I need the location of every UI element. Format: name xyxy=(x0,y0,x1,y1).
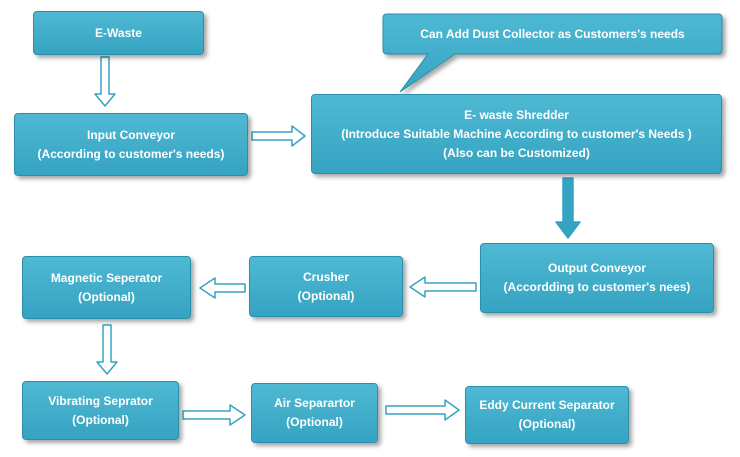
node-air-separator: Air Separartor (Optional) xyxy=(251,383,378,443)
node-vibrating-separator: Vibrating Seprator (Optional) xyxy=(22,381,179,440)
node-crusher-note: (Optional) xyxy=(297,288,355,303)
node-eddy-title: Eddy Current Separator xyxy=(479,398,615,412)
node-input-title: Input Conveyor xyxy=(86,127,175,142)
node-ewaste-shredder: E- waste Shredder (Introduce Suitable Ma… xyxy=(311,94,722,174)
node-shredder-note: (Introduce Suitable Machine According to… xyxy=(341,126,692,141)
node-crusher: Crusher (Optional) xyxy=(249,256,403,317)
callout-text: Can Add Dust Collector as Customers's ne… xyxy=(420,27,685,41)
node-output-conveyor: Output Conveyor (Accordding to customer'… xyxy=(480,243,714,313)
node-eddy-current-separator: Eddy Current Separator (Optional) xyxy=(465,386,629,444)
node-input-note: (According to customer's needs) xyxy=(37,146,225,161)
arrow-ewaste-to-input xyxy=(94,56,116,107)
arrow-vibrating-to-air xyxy=(182,404,246,426)
node-output-title: Output Conveyor xyxy=(548,261,646,275)
arrow-shredder-to-output xyxy=(555,177,581,239)
node-eddy-note: (Optional) xyxy=(518,417,576,431)
node-shredder-title: E- waste Shredder xyxy=(464,107,569,122)
arrow-crusher-to-magnetic xyxy=(199,277,246,299)
node-magnetic-separator: Magnetic Seperator (Optional) xyxy=(22,256,191,319)
node-output-note: (Accordding to customer's nees) xyxy=(503,280,691,294)
node-magnetic-title: Magnetic Seperator xyxy=(50,270,163,285)
node-ewaste-title: E-Waste xyxy=(95,25,142,40)
node-ewaste: E-Waste xyxy=(33,11,204,55)
node-magnetic-note: (Optional) xyxy=(78,289,135,304)
node-crusher-title: Crusher xyxy=(302,269,349,284)
arrow-air-to-eddy xyxy=(385,399,460,421)
node-air-note: (Optional) xyxy=(286,415,343,429)
node-vibrating-note: (Optional) xyxy=(72,412,129,427)
arrow-input-to-shredder xyxy=(251,125,306,147)
node-air-title: Air Separartor xyxy=(274,396,355,410)
node-input-conveyor: Input Conveyor (According to customer's … xyxy=(14,113,248,176)
node-vibrating-title: Vibrating Seprator xyxy=(48,393,153,408)
node-shredder-note2: (Also can be Customized) xyxy=(443,145,590,160)
arrow-magnetic-to-vibrating xyxy=(96,324,118,375)
arrow-output-to-crusher xyxy=(409,276,477,298)
